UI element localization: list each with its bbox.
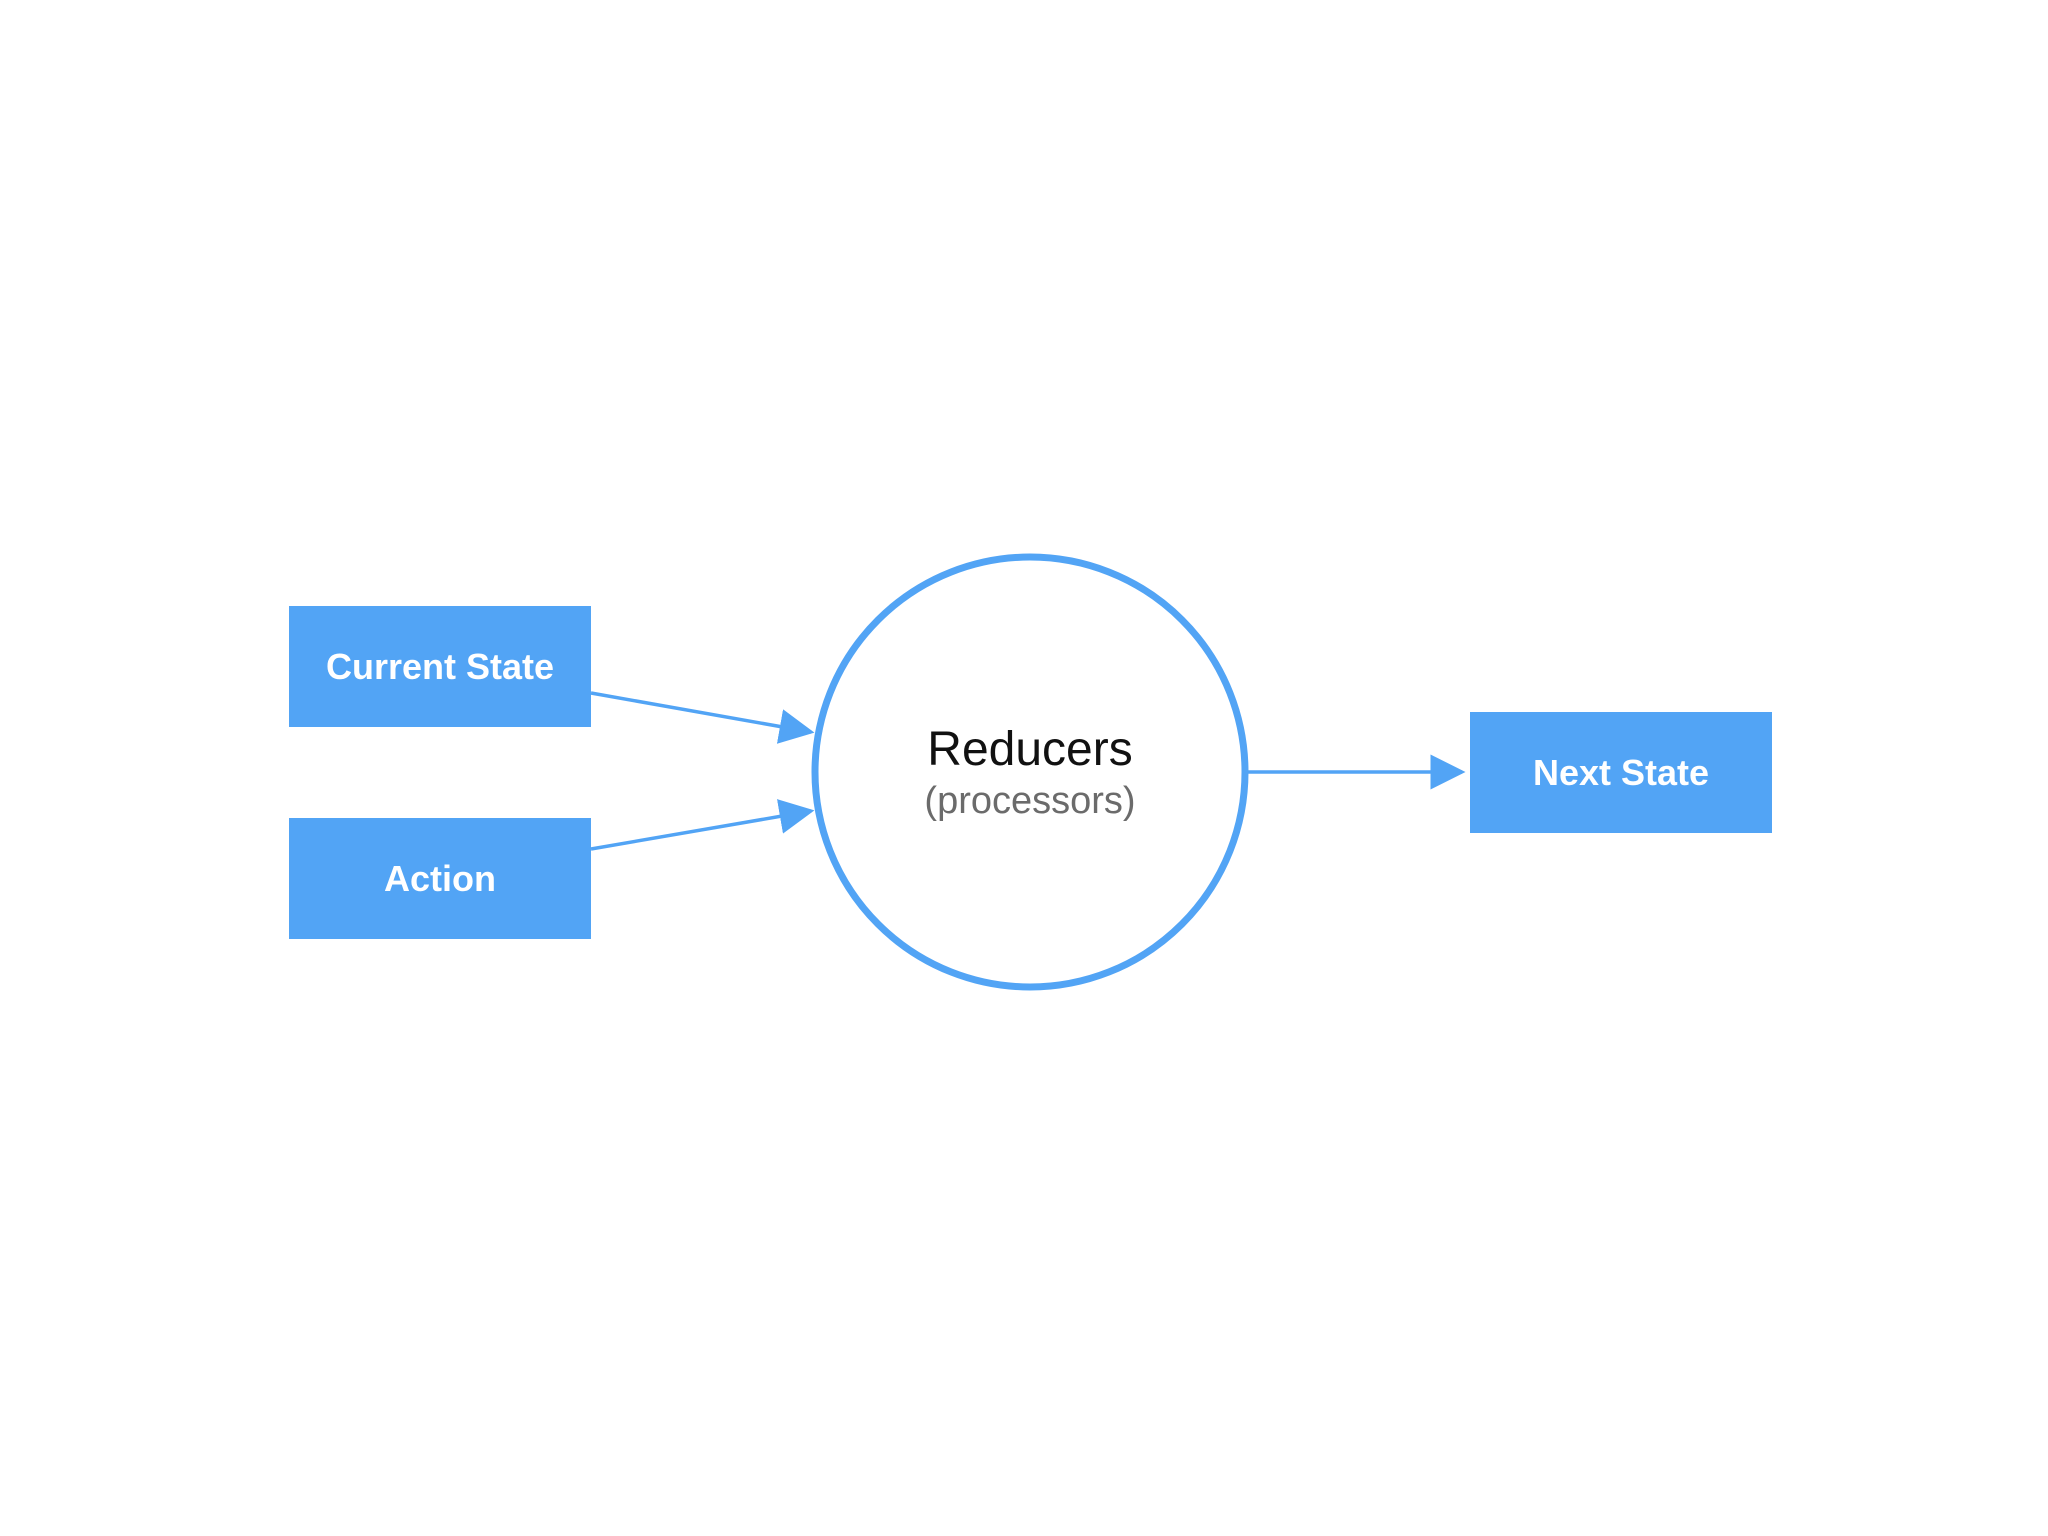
reducers-node-circle: [811, 553, 1249, 991]
action-label: Action: [384, 857, 496, 899]
edge-action-to-reducers: [590, 799, 815, 851]
current-state-label: Current State: [325, 645, 555, 687]
edge-current-state-to-reducers: [590, 691, 815, 744]
reducers-subtitle: (processors): [924, 780, 1136, 822]
next-state-node: Next State: [1470, 712, 1772, 833]
reducers-title: Reducers: [927, 723, 1133, 776]
current-state-node: Current State: [289, 606, 591, 727]
action-node: Action: [289, 818, 591, 939]
next-state-label: Next State: [1532, 751, 1710, 793]
